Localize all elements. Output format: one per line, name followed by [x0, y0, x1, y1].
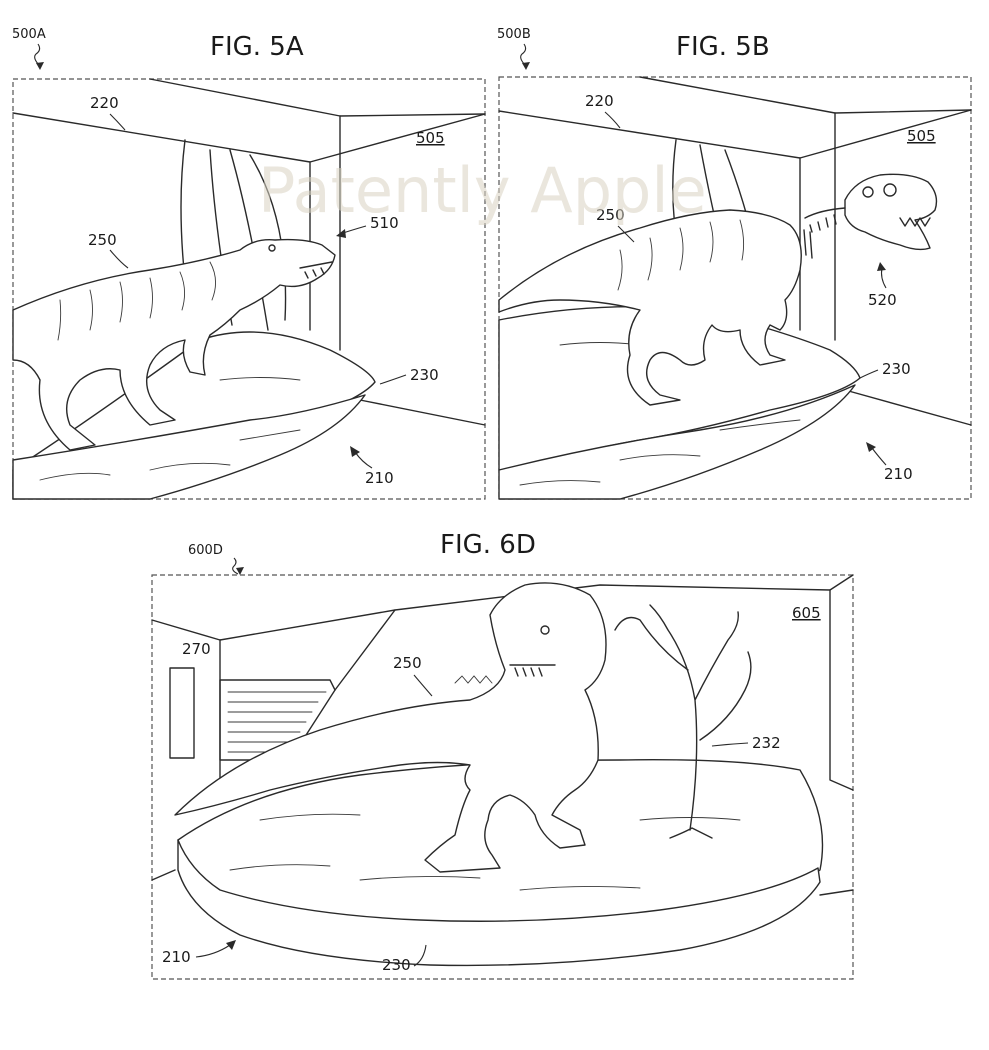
fig6d-label-605: 605 [792, 604, 821, 622]
fig5a-label-210: 210 [365, 469, 394, 487]
fig5a-arrow-210 [350, 446, 360, 457]
figure-6d-id-leader [232, 557, 239, 575]
fig5a-creature-body [12, 238, 336, 451]
fig5a-rock-texture [39, 377, 301, 481]
fig6d-label-250: 250 [393, 654, 422, 672]
figure-5b-title: FIG. 5B [676, 32, 770, 62]
fig5a-leader-230 [379, 374, 407, 385]
fig5b-leader-230 [859, 369, 879, 379]
fig5b-label-505: 505 [907, 127, 936, 145]
figure-5a-frame [12, 78, 486, 500]
fig6d-label-270: 270 [182, 640, 211, 658]
fig6d-label-210: 210 [162, 948, 191, 966]
fig5b-label-250: 250 [596, 206, 625, 224]
fig6d-creature-spines [454, 675, 493, 684]
fig6d-arrow-210 [226, 940, 236, 950]
figure-5b-id: 500B [497, 27, 531, 42]
fig6d-water-lines [227, 691, 327, 753]
fig6d-label-232: 232 [752, 734, 781, 752]
fig5a-label-220: 220 [90, 94, 119, 112]
fig5a-label-505: 505 [416, 129, 445, 147]
fig5a-leader-220 [109, 113, 126, 131]
figure-5a: 500A FIG. 5A 220 505 250 510 230 210 [12, 27, 486, 500]
figure-5b-frame [498, 76, 972, 500]
fig6d-tree [614, 604, 752, 831]
fig5b-skull-socket-2 [883, 183, 897, 197]
fig5b-label-520: 520 [868, 291, 897, 309]
watermark: Patently Apple [258, 154, 707, 227]
fig5b-leader-220 [604, 111, 621, 129]
fig5b-creature-body [498, 209, 802, 406]
fig6d-right-wall-corner [829, 589, 854, 791]
fig6d-door [169, 667, 195, 759]
fig6d-rock-edge [177, 839, 821, 967]
figure-6d-id-arrow [236, 567, 244, 575]
fig5a-label-510: 510 [370, 214, 399, 232]
fig5b-floor-slab [498, 384, 856, 500]
fig5b-skeleton-vertebrae [803, 207, 846, 259]
figure-5a-title: FIG. 5A [210, 32, 304, 62]
fig6d-leader-250 [413, 674, 433, 697]
fig5b-skeleton-skull [844, 173, 938, 251]
fig5a-label-250: 250 [88, 231, 117, 249]
figure-6d-frame [151, 574, 854, 980]
fig6d-floor-edges [151, 869, 854, 896]
fig6d-creature-eye [540, 625, 550, 635]
figure-6d-id: 600D [188, 543, 223, 558]
figure-5a-id: 500A [12, 27, 46, 42]
figure-6d-title: FIG. 6D [440, 530, 536, 560]
fig5b-creature-stripes [617, 219, 745, 291]
fig6d-leader-232 [711, 742, 749, 747]
figure-6d: 600D FIG. 6D 270 250 605 232 2 [151, 530, 854, 980]
fig6d-leader-210 [195, 944, 231, 958]
fig5a-creature-teeth [299, 261, 333, 279]
fig5b-arrow-210 [866, 442, 876, 452]
fig5a-floor-edge [359, 399, 486, 426]
fig5b-floor-edge [844, 389, 972, 426]
fig5b-leader-210 [871, 447, 887, 466]
fig5a-creature-stripes [57, 261, 216, 341]
fig5a-trees [180, 139, 287, 331]
fig5b-ceiling-back [639, 76, 972, 114]
fig5b-arrow-520 [877, 262, 886, 271]
figure-5a-id-leader [34, 43, 41, 67]
fig5a-leader-210 [354, 451, 373, 469]
fig5b-rock-texture [519, 342, 801, 486]
fig6d-ceiling-edge [151, 574, 854, 641]
fig5b-leader-250 [617, 225, 635, 243]
fig6d-tree-roots [669, 827, 713, 839]
fig6d-creature-teeth [509, 664, 556, 677]
fig5a-leader-250 [109, 249, 129, 269]
fig6d-creature-body [174, 582, 607, 873]
fig6d-label-230: 230 [382, 956, 411, 974]
fig6d-leader-230 [413, 944, 427, 967]
figure-5b-id-arrow [522, 62, 530, 70]
fig5b-label-220: 220 [585, 92, 614, 110]
fig6d-rock-texture [229, 813, 741, 891]
figure-5b: 500B FIG. 5B 220 505 250 520 230 [497, 27, 972, 500]
fig5a-arrow-510 [336, 229, 346, 238]
fig5b-label-230: 230 [882, 360, 911, 378]
fig5b-skull-eye-socket [862, 186, 874, 198]
fig5a-floor-slab [12, 394, 366, 500]
fig5a-creature-eye [268, 244, 276, 252]
fig5b-skull-teeth [899, 217, 931, 227]
figure-5b-id-leader [520, 43, 527, 67]
fig5b-label-210: 210 [884, 465, 913, 483]
fig5a-label-230: 230 [410, 366, 439, 384]
fig5b-ceiling-edge [498, 109, 972, 159]
fig5a-ceiling-back [149, 78, 486, 117]
fig5b-leader-520 [880, 267, 887, 289]
figure-5a-id-arrow [36, 62, 44, 70]
